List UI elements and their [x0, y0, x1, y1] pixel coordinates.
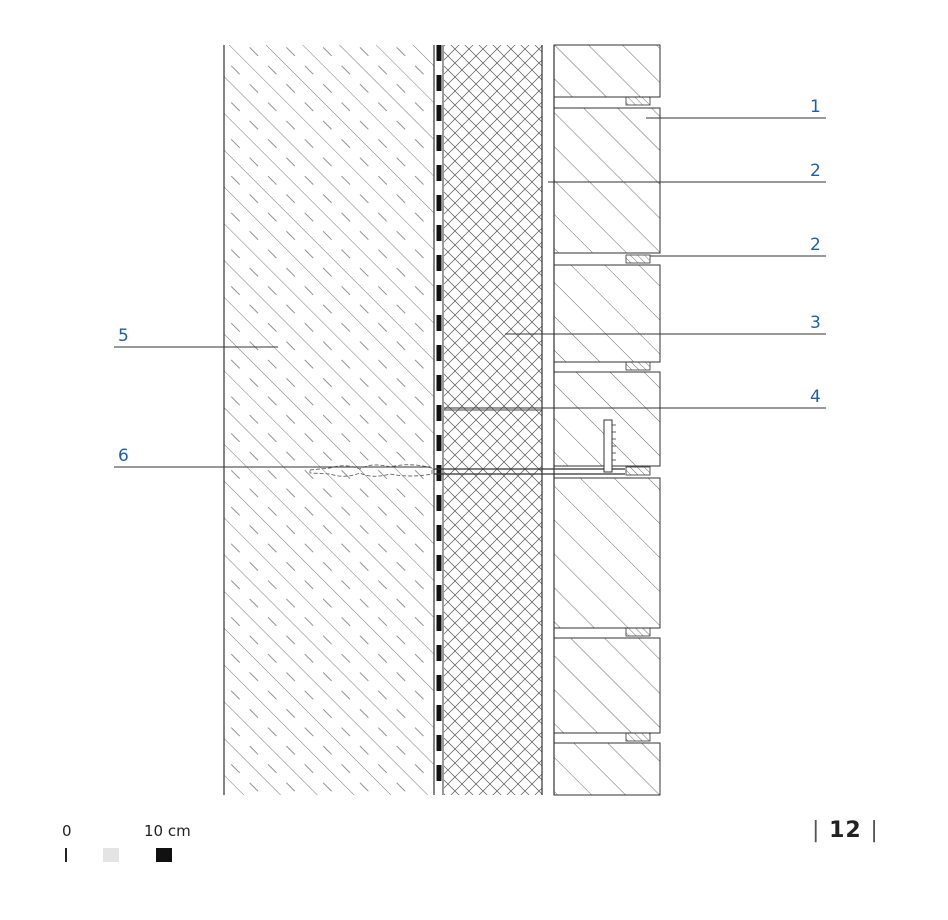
membrane-line [436, 45, 444, 795]
callout-3: 3 [810, 313, 821, 333]
scale-grey-block [103, 848, 119, 862]
callout-5: 5 [118, 326, 129, 346]
leader-lines [114, 117, 826, 468]
callout-2b: 2 [810, 235, 821, 255]
callout-6: 6 [118, 446, 129, 466]
callout-1: 1 [810, 97, 821, 117]
wall-section-drawing: 1 2 2 3 4 5 6 [114, 44, 826, 796]
callout-2a: 2 [810, 161, 821, 181]
page-number: | 12 | [812, 818, 879, 843]
wall-tie [309, 419, 625, 477]
scale-tick [65, 848, 67, 862]
scale-zero-label: 0 [62, 822, 72, 840]
scale-black-block [156, 848, 172, 862]
insulation-layer [444, 45, 543, 795]
scale-ten-label: 10 cm [144, 822, 191, 840]
inner-wall [223, 45, 435, 795]
callout-4: 4 [810, 387, 821, 407]
